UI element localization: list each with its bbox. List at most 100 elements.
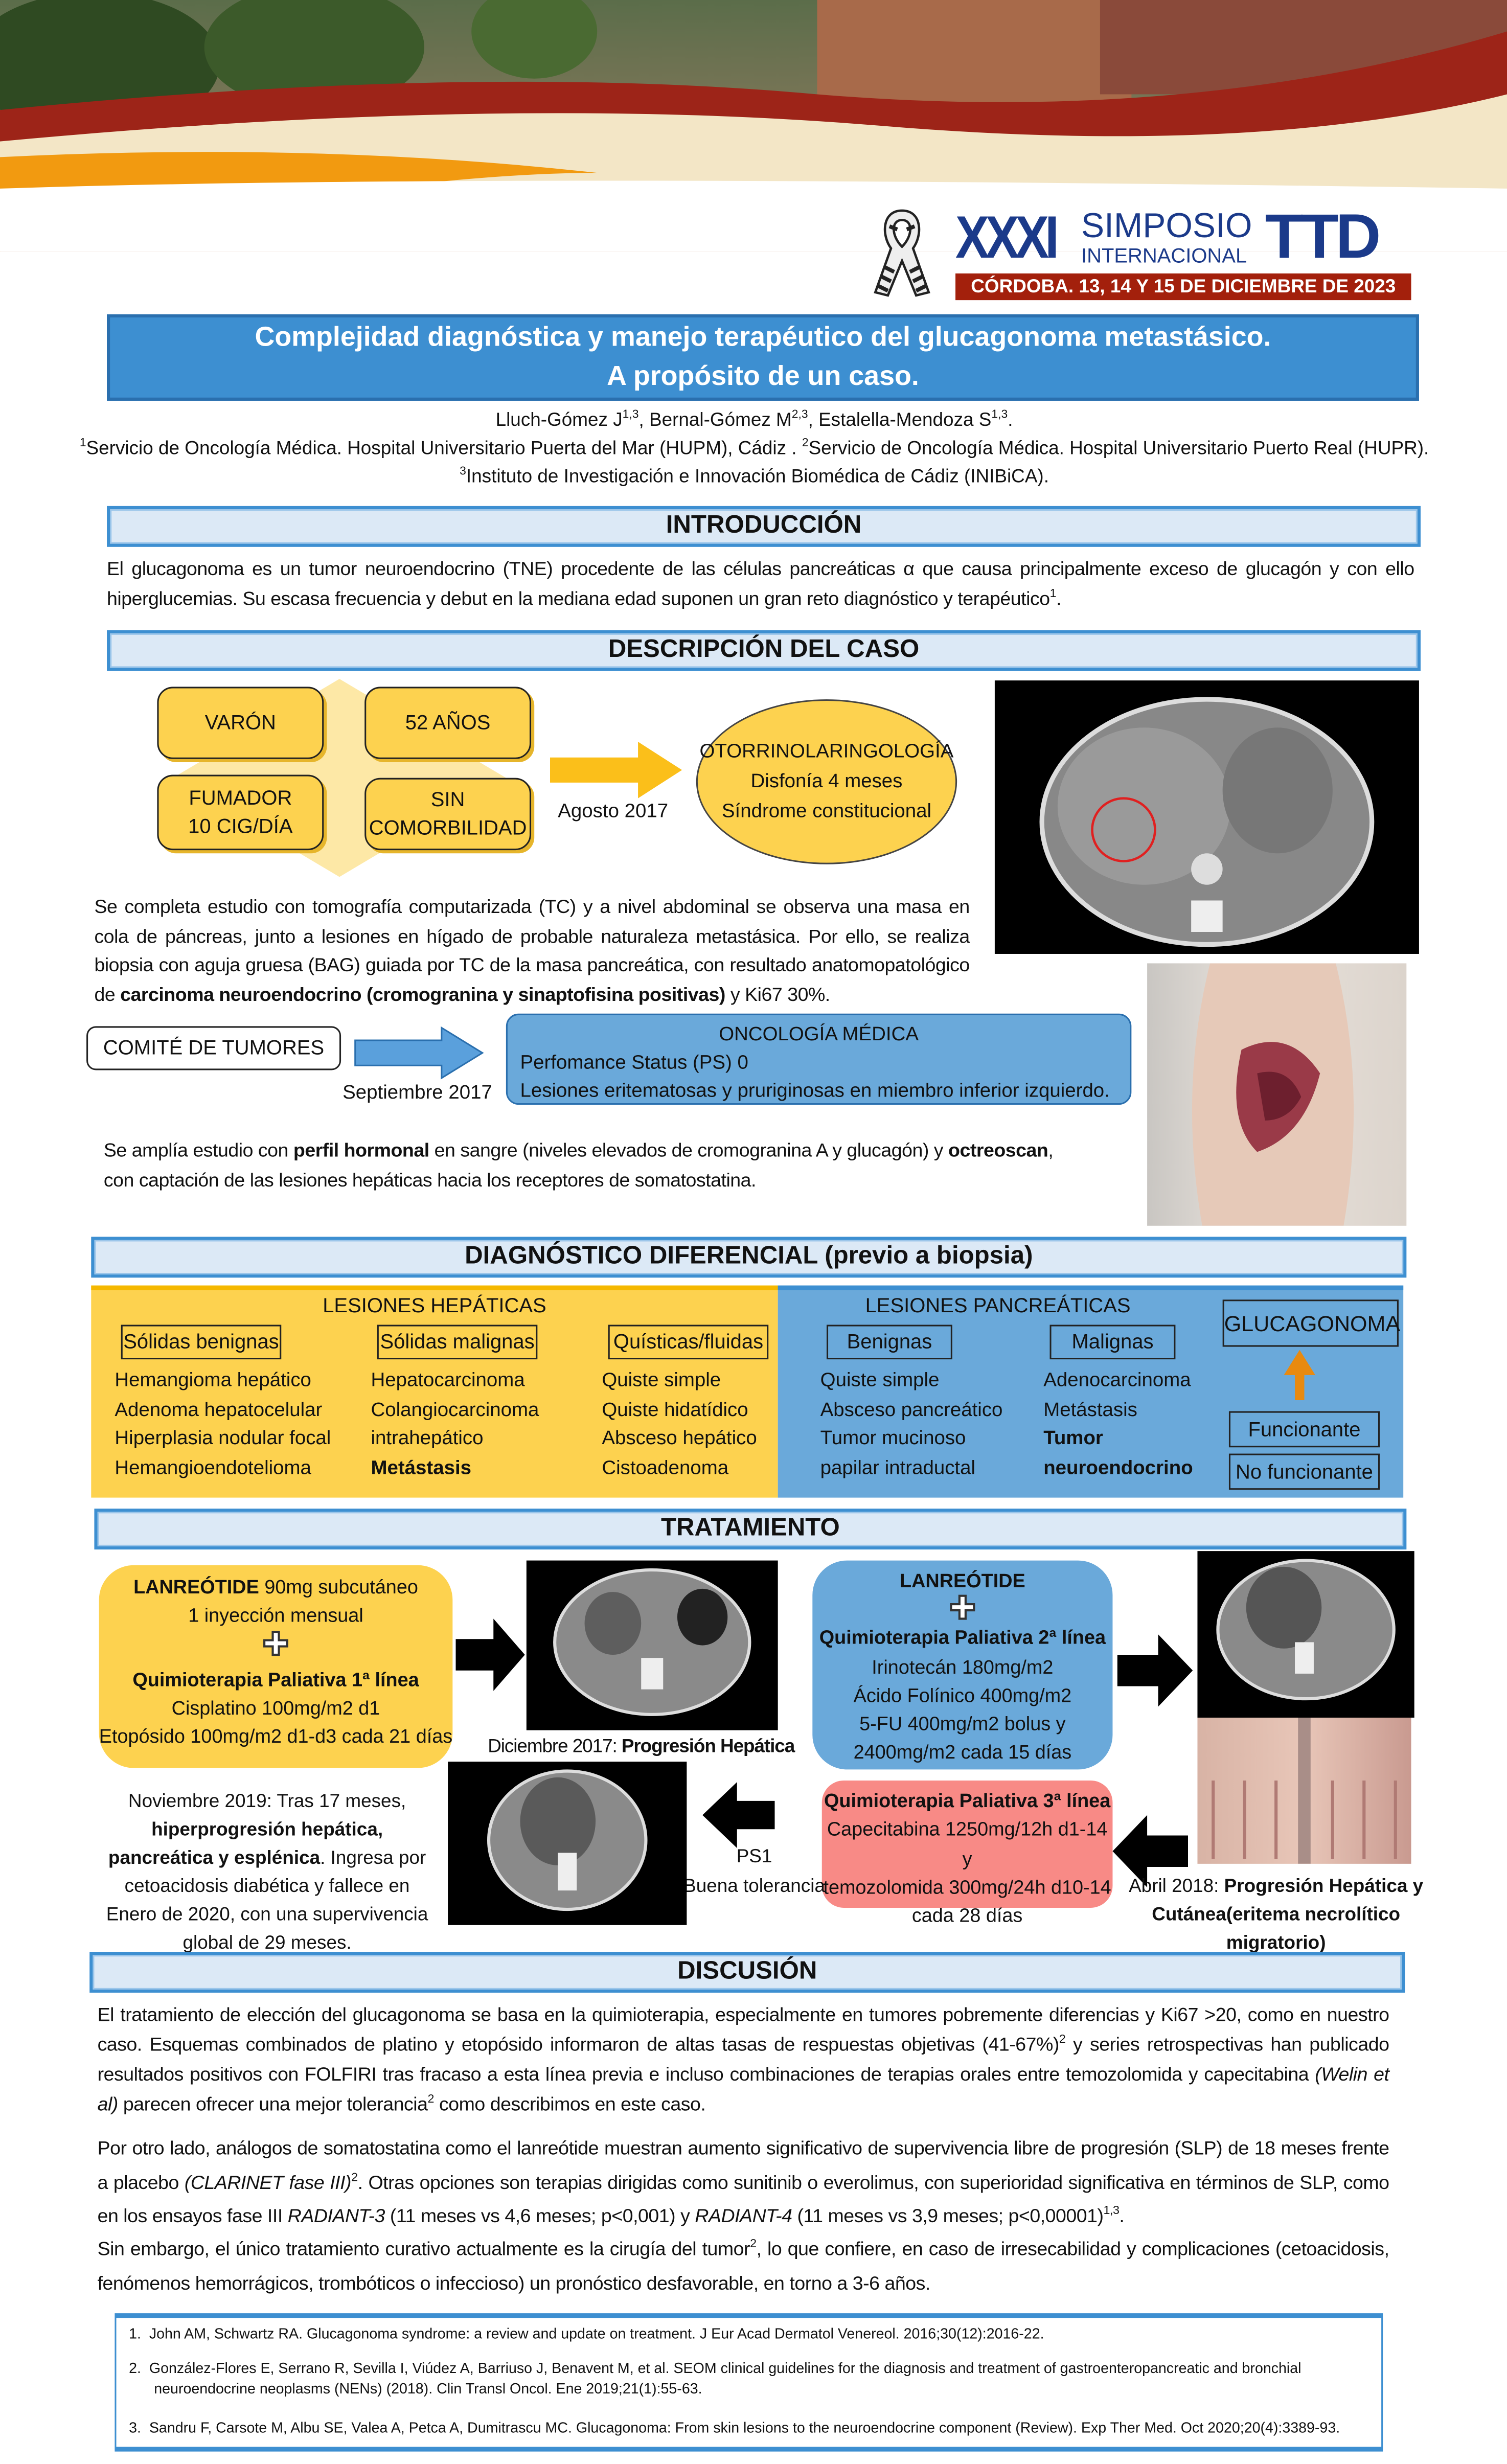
text-run: perfil hormonal	[293, 1139, 429, 1161]
caption-date: Abril 2018:	[1129, 1875, 1224, 1897]
text-run: . Otras opciones son terapias dirigidas …	[97, 2171, 1389, 2227]
text-run: octreoscan	[948, 1139, 1048, 1161]
list-item: Hemangioma hepático	[115, 1368, 311, 1391]
list-item: Tumor mucinoso	[820, 1427, 966, 1450]
list-item: Quiste hidatídico	[602, 1398, 748, 1421]
case-paragraph-2: Se amplía estudio con perfil hormonal en…	[104, 1136, 1109, 1195]
ent-consult-ellipse: OTORRINOLARINGOLOGÍA Disfonía 4 meses Sí…	[696, 699, 957, 864]
text-run: con captación de las lesiones hepáticas …	[103, 1168, 757, 1191]
text-run: parecen ofrecer una mejor tolerancia	[118, 2093, 428, 2115]
lanreotide-label: LANREÓTIDE	[900, 1570, 1025, 1592]
column-header: Sólidas malignas	[377, 1325, 538, 1360]
list-item: Tumor	[1043, 1427, 1103, 1450]
second-line-drug-4: 2400mg/m2 cada 15 días	[853, 1742, 1072, 1764]
list-item: intrahepático	[371, 1427, 484, 1450]
case-paragraph-1: Se completa estudio con tomografía compu…	[94, 893, 970, 1009]
list-item: Adenoma hepatocelular	[115, 1398, 323, 1421]
column-header: Sólidas benignas	[121, 1325, 282, 1360]
second-line-treatment-box: LANREÓTIDE ✚ Quimioterapia Paliativa 2ª …	[812, 1560, 1113, 1770]
reference-text: Sandru F, Carsote M, Albu SE, Valea A, P…	[149, 2420, 1340, 2436]
section-header-descripcion: DESCRIPCIÓN DEL CASO	[107, 630, 1421, 671]
third-line-treatment-box: Quimioterapia Paliativa 3ª línea Capecit…	[821, 1780, 1113, 1927]
second-line-drug-3: 5-FU 400mg/m2 bolus y	[859, 1713, 1066, 1736]
hepatic-lesions-title: LESIONES HEPÁTICAS	[323, 1293, 546, 1317]
tag-cigarettes-label: 10 CIG/DÍA	[188, 814, 293, 838]
text-run: 1,3	[1103, 2203, 1120, 2218]
text-run: .	[1056, 587, 1062, 609]
caption-finding-1: Progresión Hepática y	[1224, 1875, 1424, 1897]
section-header-introduccion: INTRODUCCIÓN	[107, 506, 1421, 547]
third-line-drug-2: temozolomida 300mg/24h d10-14	[823, 1876, 1111, 1899]
reference-1: 1. John AM, Schwartz RA. Glucagonoma syn…	[129, 2324, 1371, 2345]
discussion-paragraph-2: Por otro lado, análogos de somatostatina…	[98, 2133, 1389, 2234]
authors: Lluch-Gómez J1,3, Bernal-Gómez M2,3, Est…	[63, 405, 1446, 434]
reference-number: 3.	[129, 2420, 141, 2436]
lanreotide-dose: 90mg subcutáneo	[259, 1576, 418, 1599]
reference-3: 3. Sandru F, Carsote M, Albu SE, Valea A…	[129, 2419, 1371, 2439]
ps1-label: PS1	[736, 1844, 772, 1867]
reference-text: González-Flores E, Serrano R, Sevilla I,…	[149, 2360, 1302, 2397]
list-item: Colangiocarcinoma	[371, 1398, 539, 1421]
first-line-drug-2: Etopósido 100mg/m2 d1-d3 cada 21 días	[99, 1725, 453, 1748]
text-run: RADIANT-4	[695, 2204, 792, 2227]
list-item: Hiperplasia nodular focal	[115, 1427, 331, 1450]
title-line-2: A propósito de un caso.	[607, 359, 919, 392]
text-run: Instituto de Investigación e Innovación …	[466, 465, 1049, 487]
intro-text: El glucagonoma es un tumor neuroendocrin…	[107, 555, 1414, 613]
text-run: Por otro lado, análogos de somatostatina…	[97, 2137, 1389, 2193]
text-run: como describimos en este caso.	[434, 2093, 706, 2115]
reference-2: 2. González-Flores E, Serrano R, Sevilla…	[129, 2359, 1349, 2400]
text-run: 2	[1059, 2032, 1066, 2046]
list-item: Absceso hepático	[602, 1427, 757, 1450]
discussion-paragraph-3: Sin embargo, el único tratamiento curati…	[98, 2233, 1389, 2300]
list-item: Absceso pancreático	[820, 1398, 1003, 1421]
list-item: Metástasis	[1043, 1398, 1137, 1421]
text-run: en sangre (niveles elevados de cromogran…	[429, 1139, 949, 1161]
header-banner	[0, 0, 1507, 252]
title-line-1: Complejidad diagnóstica y manejo terapéu…	[255, 321, 1271, 352]
oncology-title: ONCOLOGÍA MÉDICA	[719, 1023, 919, 1045]
second-line-title: Quimioterapia Paliativa 2ª línea	[819, 1627, 1106, 1649]
arrow-right-icon	[1117, 1634, 1193, 1707]
date-september-2017: Septiembre 2017	[342, 1081, 492, 1104]
poster-title: Complejidad diagnóstica y manejo terapéu…	[107, 314, 1419, 401]
ct-scan-nov-2019	[448, 1762, 687, 1925]
text-run: El tratamiento de elección del glucagono…	[97, 2003, 1389, 2056]
text-run: Se amplía estudio con	[103, 1139, 293, 1161]
text-run: (CLARINET fase III)	[184, 2171, 352, 2193]
tag-comorbidity-label-2: COMORBILIDAD	[369, 815, 527, 839]
text-run: El glucagonoma es un tumor neuroendocrin…	[107, 558, 1414, 609]
first-line-drug-1: Cisplatino 100mg/m2 d1	[171, 1697, 380, 1719]
text-run: y Ki67 30%.	[725, 983, 830, 1005]
text-run: 2	[750, 2236, 757, 2250]
outcome-text: Noviembre 2019: Tras 17 meses, hiperprog…	[98, 1787, 437, 1956]
third-line-schedule: cada 28 días	[911, 1905, 1023, 1927]
arrow-left-icon	[1112, 1815, 1189, 1887]
zebra-ribbon-icon	[874, 209, 930, 297]
arrow-right-icon	[354, 1026, 484, 1080]
ent-symptom-1: Disfonía 4 meses	[750, 770, 903, 792]
discussion-paragraph-1: El tratamiento de elección del glucagono…	[98, 2000, 1389, 2120]
tumor-committee-box: COMITÉ DE TUMORES	[86, 1026, 341, 1070]
plus-icon: ✚	[262, 1627, 289, 1662]
text-run: Noviembre 2019: Tras 17 meses,	[128, 1790, 406, 1812]
section-header-diagnostico: DIAGNÓSTICO DIFERENCIAL (previo a biopsi…	[91, 1237, 1407, 1278]
first-line-title: Quimioterapia Paliativa 1ª línea	[132, 1668, 419, 1691]
tag-age-label: 52 AÑOS	[405, 710, 491, 734]
text-run: . Ingresa por cetoacidosis diabética y f…	[106, 1846, 428, 1954]
functioning-box: Funcionante	[1228, 1411, 1380, 1448]
text-run: .	[1008, 408, 1013, 431]
text-run: (11 meses vs 3,9 meses; p<0,00001)	[792, 2204, 1104, 2227]
text-run: , lo que confiere, en caso de irresecabi…	[97, 2238, 1389, 2294]
affiliation-1-2: 1Servicio de Oncología Médica. Hospital …	[63, 434, 1446, 462]
list-item: Metástasis	[371, 1457, 472, 1479]
tag-age: 52 AÑOS	[364, 687, 532, 759]
reference-number: 2.	[129, 2360, 141, 2377]
plus-icon: ✚	[949, 1592, 976, 1627]
list-item: Quiste simple	[602, 1368, 721, 1391]
column-header: Quísticas/fluidas	[608, 1325, 769, 1360]
